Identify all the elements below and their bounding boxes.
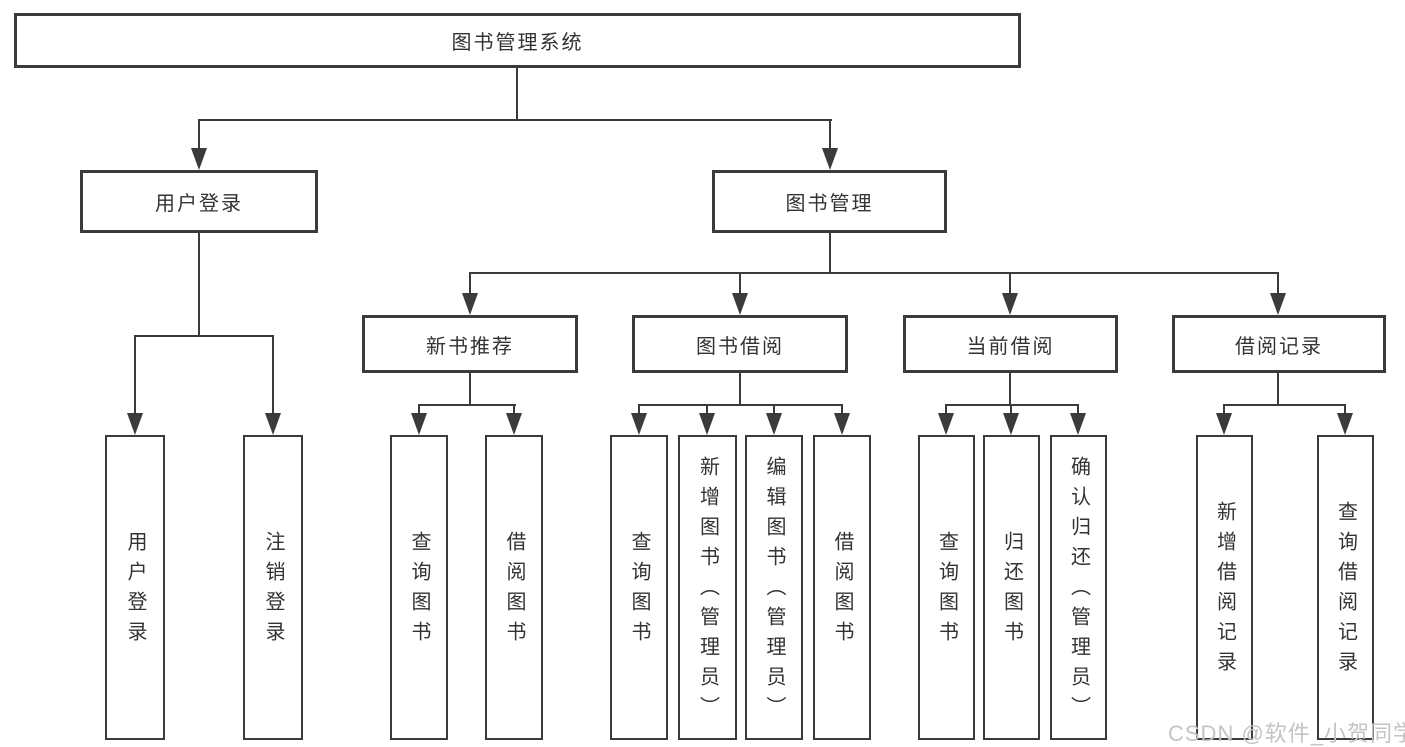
edge-drop-borrowing-records	[1277, 272, 1279, 295]
edge-drop	[945, 404, 947, 415]
edge-drop	[706, 404, 708, 415]
leaf-add-borrow-record: 新增借阅记录	[1196, 435, 1253, 740]
node-library-management-system: 图书管理系统	[14, 13, 1021, 68]
arrow-down-icon	[834, 413, 850, 435]
edge-new-book-bus	[418, 404, 516, 406]
edge-root-bus	[198, 119, 832, 121]
edge-root-stem	[516, 68, 518, 121]
edge-book-borrowing-stem	[739, 373, 741, 406]
edge-drop-book-borrowing	[739, 272, 741, 295]
leaf-logout: 注销登录	[243, 435, 303, 740]
node-borrowing-records: 借阅记录	[1172, 315, 1386, 373]
edge-current-borrowing-stem	[1009, 373, 1011, 406]
node-new-book-recommendation: 新书推荐	[362, 315, 578, 373]
arrow-down-icon	[1003, 413, 1019, 435]
edge-drop	[1010, 404, 1012, 415]
arrow-down-icon	[631, 413, 647, 435]
edge-drop-user-login	[198, 119, 200, 150]
arrow-down-icon	[462, 293, 478, 315]
edge-drop	[841, 404, 843, 415]
node-book-borrowing: 图书借阅	[632, 315, 848, 373]
leaf-query-books-current: 查询图书	[918, 435, 975, 740]
leaf-query-borrow-record: 查询借阅记录	[1317, 435, 1374, 740]
arrow-down-icon	[191, 148, 207, 170]
leaf-borrow-books-recommend: 借阅图书	[485, 435, 543, 740]
node-current-borrowing: 当前借阅	[903, 315, 1118, 373]
arrow-down-icon	[127, 413, 143, 435]
edge-drop-book-management	[829, 119, 831, 150]
arrow-down-icon	[265, 413, 281, 435]
edge-drop	[1077, 404, 1079, 415]
edge-drop	[1223, 404, 1225, 415]
edge-borrowing-records-bus	[1223, 404, 1346, 406]
leaf-user-login: 用户登录	[105, 435, 165, 740]
arrow-down-icon	[732, 293, 748, 315]
arrow-down-icon	[938, 413, 954, 435]
arrow-down-icon	[1002, 293, 1018, 315]
edge-drop-leaf-user-login	[134, 335, 136, 415]
edge-book-borrowing-bus	[638, 404, 843, 406]
edge-drop	[1344, 404, 1346, 415]
arrow-down-icon	[506, 413, 522, 435]
edge-book-management-stem	[829, 233, 831, 274]
arrow-down-icon	[1337, 413, 1353, 435]
arrow-down-icon	[1070, 413, 1086, 435]
arrow-down-icon	[411, 413, 427, 435]
edge-drop	[638, 404, 640, 415]
edge-user-login-bus	[134, 335, 274, 337]
arrow-down-icon	[699, 413, 715, 435]
edge-drop	[418, 404, 420, 415]
arrow-down-icon	[1270, 293, 1286, 315]
edge-book-management-bus	[469, 272, 1279, 274]
edge-drop-new-book	[469, 272, 471, 295]
leaf-query-books-recommend: 查询图书	[390, 435, 448, 740]
arrow-down-icon	[766, 413, 782, 435]
edge-drop	[773, 404, 775, 415]
node-book-management: 图书管理	[712, 170, 947, 233]
arrow-down-icon	[822, 148, 838, 170]
edge-new-book-stem	[469, 373, 471, 406]
leaf-return-books: 归还图书	[983, 435, 1040, 740]
leaf-borrow-books-borrowing: 借阅图书	[813, 435, 871, 740]
leaf-confirm-return-admin: 确认归还（管理员）	[1050, 435, 1107, 740]
edge-drop	[513, 404, 515, 415]
edge-drop-leaf-logout	[272, 335, 274, 415]
edge-current-borrowing-bus	[945, 404, 1079, 406]
edge-borrowing-records-stem	[1277, 373, 1279, 406]
leaf-add-books-admin: 新增图书（管理员）	[678, 435, 737, 740]
node-user-login: 用户登录	[80, 170, 318, 233]
leaf-edit-books-admin: 编辑图书（管理员）	[745, 435, 803, 740]
edge-drop-current-borrowing	[1009, 272, 1011, 295]
leaf-query-books-borrowing: 查询图书	[610, 435, 668, 740]
edge-user-login-stem	[198, 233, 200, 337]
arrow-down-icon	[1216, 413, 1232, 435]
csdn-watermark: CSDN @软件_小贺同学	[1168, 721, 1405, 746]
